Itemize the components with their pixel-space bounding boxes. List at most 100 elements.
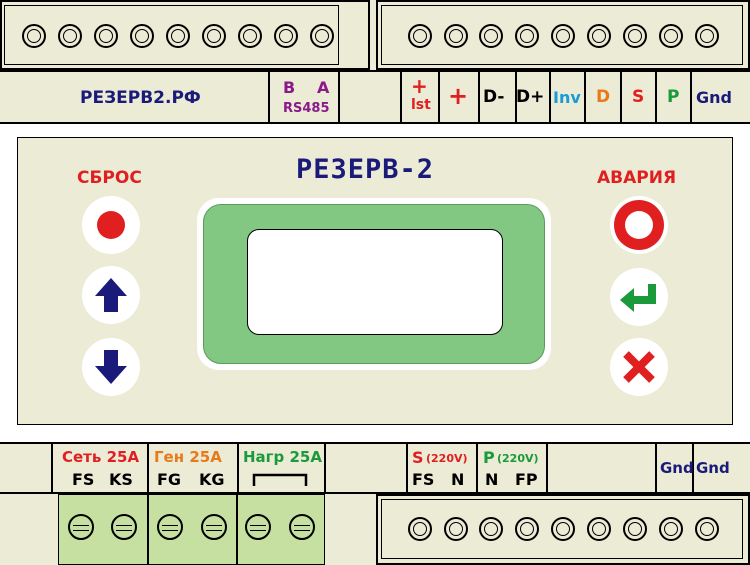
top-left-screw-icon[interactable]: [274, 24, 298, 48]
bottom-right-screw-icon[interactable]: [479, 517, 503, 541]
terminal-separator: [324, 444, 326, 492]
generator-label: Ген 25А: [154, 448, 222, 466]
bottom-right-screw-icon[interactable]: [515, 517, 539, 541]
cancel-button[interactable]: [610, 338, 668, 396]
generator-fg-screw[interactable]: [157, 514, 183, 540]
arrow-down-icon: [95, 350, 127, 384]
terminal-separator: [549, 72, 551, 122]
terminal-separator: [147, 444, 149, 492]
top-left-screw-icon[interactable]: [22, 24, 46, 48]
generator-fg-label: FG: [157, 470, 182, 489]
mains-ks-label: KS: [109, 470, 133, 489]
top-right-screw-icon[interactable]: [408, 24, 432, 48]
top-right-screw-icon[interactable]: [479, 24, 503, 48]
generator-kg-screw[interactable]: [201, 514, 227, 540]
p-n-label: N: [485, 470, 499, 489]
load-screw-1[interactable]: [245, 514, 271, 540]
red-x-icon: [623, 351, 655, 383]
terminal-d-plus: D+: [516, 87, 545, 107]
generator-kg-label: KG: [199, 470, 225, 489]
power-terminal-divider: [147, 494, 149, 565]
rs485-label: RS485: [283, 101, 330, 116]
load-screw-2[interactable]: [289, 514, 315, 540]
top-left-screw-icon[interactable]: [94, 24, 118, 48]
terminal-separator: [438, 72, 440, 122]
terminal-separator: [690, 72, 692, 122]
mains-fs-screw[interactable]: [68, 514, 94, 540]
enter-arrow-icon: [620, 284, 656, 312]
top-right-screw-icon[interactable]: [623, 24, 647, 48]
terminal-lst: lst: [411, 97, 431, 113]
device-title: РЕЗЕРВ-2: [296, 154, 435, 185]
terminal-separator: [400, 72, 402, 122]
p-220v-label: P: [483, 448, 495, 467]
top-label-strip: [0, 70, 750, 124]
rs485-separator-right: [338, 72, 340, 122]
bottom-right-screw-icon[interactable]: [695, 517, 719, 541]
top-left-screw-icon[interactable]: [310, 24, 334, 48]
top-left-screw-icon[interactable]: [238, 24, 262, 48]
bottom-right-screw-icon[interactable]: [659, 517, 683, 541]
terminal-plus: +: [448, 82, 469, 110]
mains-ks-screw[interactable]: [111, 514, 137, 540]
top-right-screw-icon[interactable]: [587, 24, 611, 48]
bottom-right-screw-icon[interactable]: [623, 517, 647, 541]
arrow-up-icon: [95, 278, 127, 312]
bottom-right-screw-icon[interactable]: [587, 517, 611, 541]
alarm-button[interactable]: [610, 196, 668, 254]
up-button[interactable]: [82, 266, 140, 324]
down-button[interactable]: [82, 338, 140, 396]
top-left-screw-icon[interactable]: [202, 24, 226, 48]
gnd-label-2: Gnd: [696, 459, 730, 477]
top-right-screw-icon[interactable]: [695, 24, 719, 48]
gnd-label-1: Gnd: [660, 459, 694, 477]
red-ring-icon: [614, 200, 664, 250]
terminal-d: D: [596, 87, 611, 107]
load-label: Нагр 25А: [243, 448, 322, 466]
s-n-label: N: [451, 470, 465, 489]
bottom-label-strip: [0, 442, 750, 494]
p-220v-voltage: (220V): [497, 452, 539, 465]
s-220v-voltage: (220V): [426, 452, 468, 465]
enter-button[interactable]: [610, 268, 668, 326]
terminal-inv: Inv: [553, 88, 581, 107]
terminal-s: S: [632, 87, 645, 107]
top-left-screw-icon[interactable]: [166, 24, 190, 48]
terminal-gnd: Gnd: [696, 88, 732, 107]
terminal-p: P: [667, 87, 680, 107]
terminal-separator: [515, 72, 517, 122]
reset-button[interactable]: [82, 196, 140, 254]
mains-label: Сеть 25А: [62, 448, 140, 466]
rs485-a-label: A: [317, 78, 330, 97]
p-fp-label: FP: [515, 470, 538, 489]
rs485-b-label: B: [283, 78, 296, 97]
red-dot-icon: [97, 211, 125, 239]
mains-fs-label: FS: [72, 470, 95, 489]
bottom-right-screw-icon[interactable]: [408, 517, 432, 541]
bottom-right-screw-icon[interactable]: [551, 517, 575, 541]
terminal-separator: [478, 72, 480, 122]
terminal-separator: [51, 444, 53, 492]
s-fs-label: FS: [412, 470, 435, 489]
top-left-screw-icon[interactable]: [130, 24, 154, 48]
top-right-screw-icon[interactable]: [659, 24, 683, 48]
terminal-separator: [655, 72, 657, 122]
s-220v-label: S: [412, 448, 424, 467]
top-right-screw-icon[interactable]: [551, 24, 575, 48]
terminal-separator: [546, 444, 548, 492]
top-left-screw-icon[interactable]: [58, 24, 82, 48]
load-bracket-icon: [252, 473, 308, 486]
top-right-screw-icon[interactable]: [444, 24, 468, 48]
terminal-separator: [620, 72, 622, 122]
lcd-screen[interactable]: [247, 229, 503, 335]
power-terminal-divider: [236, 494, 238, 565]
alarm-label: АВАРИЯ: [597, 168, 677, 188]
terminal-separator: [584, 72, 586, 122]
bottom-right-screw-icon[interactable]: [444, 517, 468, 541]
power-terminal-block: [58, 494, 325, 565]
terminal-separator: [655, 444, 657, 492]
top-right-screw-icon[interactable]: [515, 24, 539, 48]
terminal-separator: [476, 444, 478, 492]
website-label: РЕЗЕРВ2.РФ: [80, 88, 201, 108]
terminal-d-minus: D-: [483, 87, 505, 107]
